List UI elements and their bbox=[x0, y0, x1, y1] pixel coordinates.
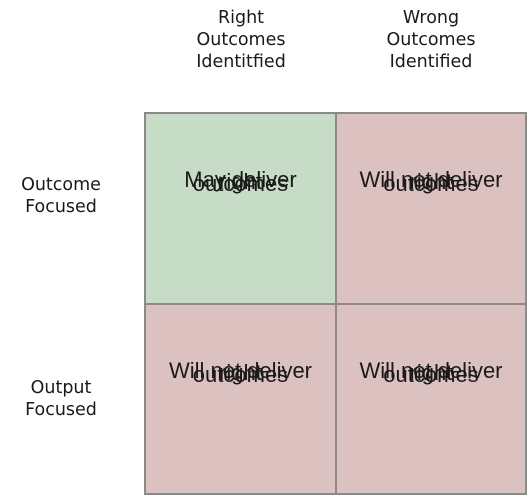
column-header-line: Outcomes bbox=[386, 30, 476, 50]
row-header-line: Output bbox=[30, 378, 92, 398]
column-header-line: Identified bbox=[389, 52, 473, 72]
cell-text-line: May deliver bbox=[184, 167, 297, 192]
cell-text-line: right bbox=[409, 169, 453, 194]
cell-text-line: Will not deliver bbox=[359, 357, 503, 383]
cell-text-line: right bbox=[409, 359, 453, 385]
cell-outcome-right: May deliver right outcomes bbox=[144, 112, 337, 305]
cell-text: Will not deliver right outcomes bbox=[359, 167, 502, 198]
cell-text-line: outcomes bbox=[192, 171, 289, 196]
cell-text-line: Will not deliver bbox=[359, 167, 503, 192]
outcome-matrix: May deliver right outcomes Will not deli… bbox=[144, 112, 527, 495]
cell-output-right: Will not deliver right outcomes bbox=[144, 303, 337, 495]
column-header-line: Right bbox=[217, 8, 265, 28]
column-header-line: Identitfied bbox=[196, 52, 286, 72]
cell-text-line: outcomes bbox=[192, 361, 289, 387]
cell-text-line: outcomes bbox=[383, 171, 479, 196]
row-header-line: Focused bbox=[25, 197, 97, 217]
row-header-line: Focused bbox=[25, 400, 97, 420]
cell-text-line: Will not deliver bbox=[168, 357, 313, 383]
column-header-line: Wrong bbox=[402, 8, 460, 28]
cell-text-line: outcomes bbox=[383, 361, 479, 387]
row-header-line: Outcome bbox=[21, 175, 101, 195]
cell-text-line: right bbox=[219, 169, 262, 194]
cell-text: May deliver right outcomes bbox=[184, 167, 296, 198]
row-header-outcome-focused: Outcome Focused bbox=[0, 174, 122, 218]
cell-text: Will not deliver right outcomes bbox=[359, 358, 502, 389]
cell-outcome-wrong: Will not deliver right outcomes bbox=[335, 112, 527, 305]
column-header-wrong-outcomes: Wrong Outcomes Identified bbox=[336, 7, 526, 73]
row-header-output-focused: Output Focused bbox=[0, 377, 122, 421]
cell-output-wrong: Will not deliver right outcomes bbox=[335, 303, 527, 495]
cell-text: Will not deliver right outcomes bbox=[169, 358, 312, 389]
column-header-right-outcomes: Right Outcomes Identitfied bbox=[146, 7, 336, 73]
column-header-line: Outcomes bbox=[196, 30, 286, 50]
cell-text-line: right bbox=[219, 359, 262, 385]
